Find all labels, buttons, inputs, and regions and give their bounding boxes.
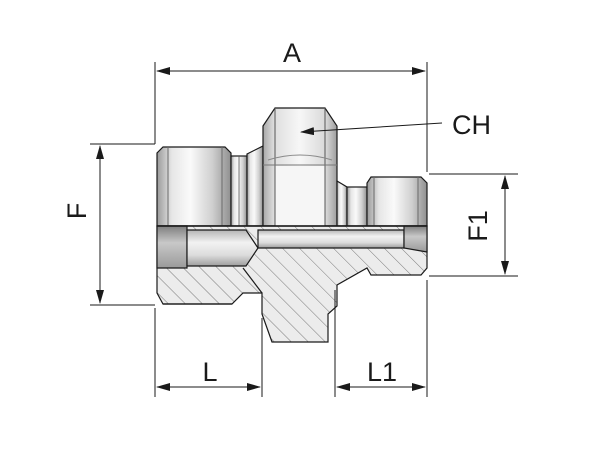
fitting-section-view bbox=[156, 225, 428, 343]
label-ch: CH bbox=[452, 110, 491, 140]
fitting-external-view bbox=[156, 107, 428, 227]
label-l: L bbox=[202, 357, 217, 387]
bore-left bbox=[156, 225, 188, 269]
bore-right bbox=[403, 225, 428, 253]
label-a: A bbox=[283, 38, 301, 68]
label-f: F bbox=[62, 203, 92, 220]
dimension-lines bbox=[90, 62, 518, 397]
right-neck bbox=[336, 179, 348, 227]
right-groove bbox=[346, 186, 368, 227]
collar bbox=[246, 145, 264, 227]
label-f1: F1 bbox=[463, 210, 493, 242]
bore-through bbox=[257, 229, 405, 249]
bore-left-inner bbox=[186, 229, 259, 267]
dim-ch-leader bbox=[300, 122, 443, 136]
label-l1: L1 bbox=[367, 357, 397, 387]
